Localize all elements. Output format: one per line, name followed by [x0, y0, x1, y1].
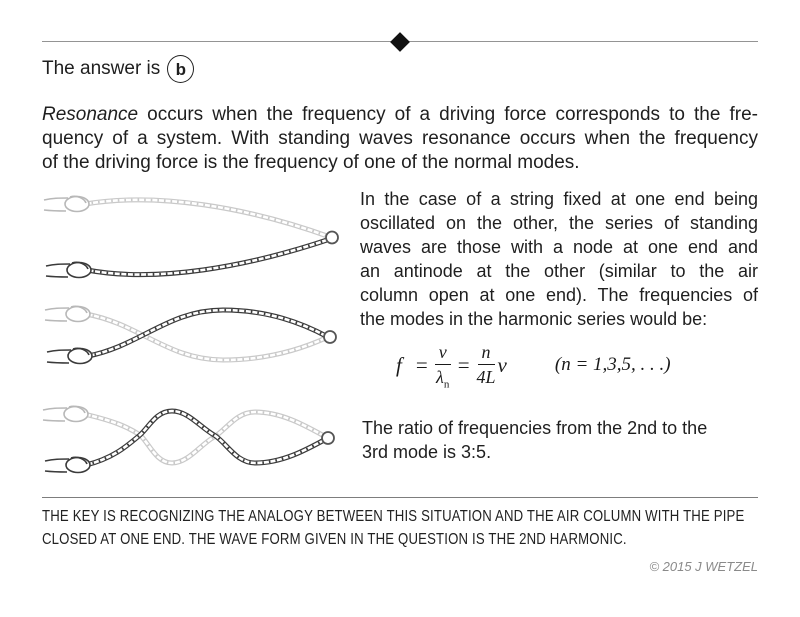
explanation-line: an antinode at the other (similar to the… — [360, 261, 758, 281]
rope-upper-extreme — [85, 200, 330, 237]
ring-icon — [323, 330, 337, 344]
ratio-line: The ratio of frequencies from the 2nd to… — [362, 418, 708, 438]
ratio-line: 3rd mode is 3:5. — [362, 442, 492, 462]
answer-prefix: The answer is — [42, 58, 161, 79]
hand-icon — [42, 405, 89, 423]
standing-wave-mode-2-figure — [44, 305, 337, 365]
harmonic-frequency-formula: f = v λn = n 4L v (n = 1,3,5, . . .) — [360, 342, 758, 391]
formula-condition: (n = 1,3,5, . . .) — [554, 353, 671, 375]
footer: THE KEY IS RECOGNIZING THE ANALOGY BETWE… — [42, 497, 758, 574]
answer-letter: b — [175, 59, 186, 79]
main-content: In the case of a string fixed at one end… — [42, 187, 758, 491]
formula-f: f — [396, 352, 402, 377]
standing-wave-mode-1-figure — [43, 195, 339, 279]
equals-sign: = — [415, 352, 428, 377]
rope-lower-extreme — [87, 239, 330, 275]
ratio-paragraph: The ratio of frequencies from the 2nd to… — [360, 416, 758, 464]
header-divider — [42, 32, 758, 52]
intro-line: of the driving force is the frequency of… — [42, 152, 580, 173]
ring-icon — [321, 431, 335, 445]
hand-icon — [43, 195, 90, 213]
intro-line: Resonance occurs when the frequency of a… — [42, 104, 758, 125]
explanation-paragraph: In the case of a string fixed at one end… — [360, 187, 758, 331]
answer-badge: b — [167, 55, 195, 83]
explanation-line: oscillated on the other, the series of s… — [360, 213, 758, 233]
answer-line: The answer is b — [42, 55, 758, 83]
fraction-n-over-4L: n 4L — [476, 342, 496, 387]
explanation-line: the modes in the harmonic series would b… — [360, 309, 708, 329]
footer-divider — [42, 497, 758, 498]
formula-v: v — [497, 352, 507, 377]
explanation-line: column open at one end). The frequencies… — [360, 285, 758, 305]
ring-icon — [325, 230, 339, 245]
hand-icon — [45, 261, 92, 279]
wave-figures-column — [42, 187, 364, 491]
explanation-line: waves are those with a node at one end a… — [360, 237, 758, 257]
fraction-v-over-lambda: v λn — [434, 342, 451, 391]
explanation-column: In the case of a string fixed at one end… — [360, 187, 758, 491]
hand-icon — [44, 305, 91, 323]
key-note: THE KEY IS RECOGNIZING THE ANALOGY BETWE… — [42, 505, 758, 551]
key-note-line: THE KEY IS RECOGNIZING THE ANALOGY BETWE… — [42, 508, 745, 525]
hand-icon — [44, 456, 91, 474]
hand-icon — [46, 347, 93, 365]
equals-sign: = — [457, 352, 470, 377]
intro-line: quency of a system. With standing waves … — [42, 128, 758, 149]
intro-italic-lead: Resonance — [42, 104, 139, 125]
copyright-notice: © 2015 J WETZEL — [649, 559, 758, 574]
intro-paragraph: Resonance occurs when the frequency of a… — [42, 103, 758, 175]
key-note-line: CLOSED AT ONE END. THE WAVE FORM GIVEN I… — [42, 531, 627, 548]
explanation-line: In the case of a string fixed at one end… — [360, 189, 758, 209]
diamond-ornament-icon — [390, 32, 410, 52]
standing-wave-mode-3-figure — [42, 405, 335, 474]
